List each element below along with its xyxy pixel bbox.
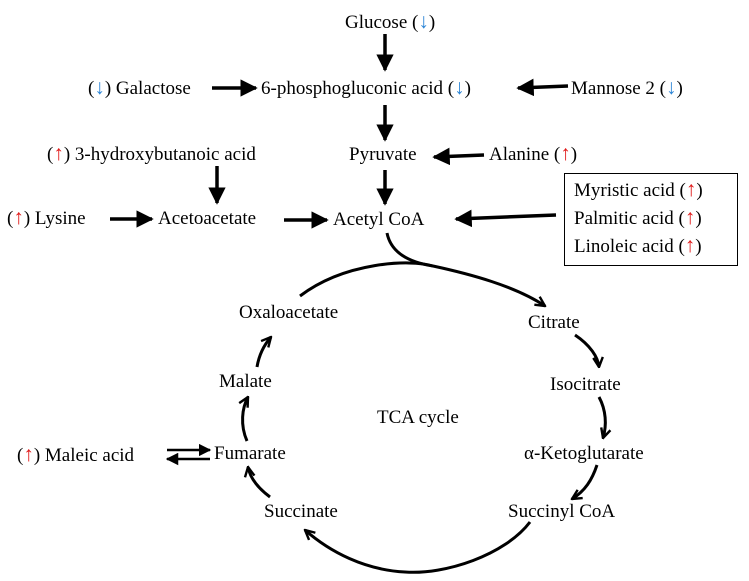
node-succinyl-coa-label: Succinyl CoA — [508, 501, 616, 522]
node-phosphogluconic: 6-phosphogluconic acid (↓) — [261, 75, 471, 99]
node-succinyl-coa: Succinyl CoA — [508, 502, 615, 521]
node-galactose: (↓) Galactose — [88, 75, 191, 99]
increase-arrow-icon: ↑ — [685, 177, 697, 201]
node-glucose: Glucose (↓) — [345, 9, 436, 33]
arrow-fatty-acids-to-acetyl-coa — [454, 209, 557, 228]
node-myristic-label: Myristic acid — [574, 180, 675, 201]
increase-arrow-icon: ↑ — [560, 141, 571, 165]
cycle-arc-isocitrate-to-ketoglutarate — [597, 396, 605, 438]
node-isocitrate-label: Isocitrate — [550, 374, 621, 395]
node-ketoglutarate-label: α-Ketoglutarate — [524, 443, 644, 464]
cycle-arc-citrate-to-isocitrate — [574, 333, 599, 367]
decrease-arrow-icon: ↓ — [454, 75, 465, 99]
node-phosphogluconic-label: 6-phosphogluconic acid — [261, 78, 444, 99]
node-hydroxybutanoic: (↑) 3-hydroxybutanoic acid — [47, 141, 256, 165]
node-pyruvate: Pyruvate — [349, 145, 417, 164]
node-maleic-label: Maleic acid — [44, 445, 135, 466]
node-citrate: Citrate — [528, 313, 580, 332]
node-mannose: Mannose 2 (↓) — [571, 75, 683, 99]
arrow-acetyl-coa-into-cycle — [385, 232, 434, 268]
node-glucose-label: Glucose — [345, 12, 408, 33]
node-alanine: Alanine (↑) — [489, 141, 578, 165]
node-succinate-label: Succinate — [264, 501, 338, 522]
cycle-arc-malate-to-oxaloacetate — [255, 337, 271, 368]
node-fumarate: Fumarate — [214, 444, 286, 463]
cycle-arc-ketoglutarate-to-succinyl-coa — [572, 464, 599, 499]
node-malate: Malate — [219, 372, 272, 391]
node-hydroxybutanoic-label: 3-hydroxybutanoic acid — [74, 144, 256, 165]
node-mannose-label: Mannose 2 — [571, 78, 655, 99]
node-acetoacetate-label: Acetoacetate — [158, 208, 257, 229]
node-maleic: (↑) Maleic acid — [17, 442, 135, 466]
cycle-arc-succinate-to-fumarate — [248, 467, 271, 499]
node-galactose-label: Galactose — [115, 78, 191, 99]
increase-arrow-icon: ↑ — [23, 442, 34, 466]
node-acetyl-coa-label: Acetyl CoA — [333, 209, 425, 230]
node-succinate: Succinate — [264, 502, 338, 521]
node-linoleic-label: Linoleic acid — [574, 236, 674, 257]
node-palmitic-label: Palmitic acid — [574, 208, 674, 229]
increase-arrow-icon: ↑ — [13, 205, 24, 229]
increase-arrow-icon: ↑ — [684, 233, 696, 257]
node-lysine-label: Lysine — [34, 208, 86, 229]
decrease-arrow-icon: ↓ — [665, 75, 677, 99]
node-pyruvate-label: Pyruvate — [349, 144, 417, 165]
decrease-arrow-icon: ↓ — [418, 9, 429, 33]
node-tca-cycle-label: TCA cycle — [377, 407, 459, 428]
cycle-arc-fumarate-to-malate — [243, 397, 250, 442]
node-lysine: (↑) Lysine — [7, 205, 86, 229]
node-oxaloacetate: Oxaloacetate — [239, 303, 338, 322]
increase-arrow-icon: ↑ — [684, 205, 696, 229]
node-oxaloacetate-label: Oxaloacetate — [239, 302, 339, 323]
fatty-acids-box — [564, 173, 738, 266]
increase-arrow-icon: ↑ — [53, 141, 64, 165]
node-acetyl-coa: Acetyl CoA — [333, 210, 424, 229]
node-alanine-label: Alanine — [489, 144, 550, 165]
node-isocitrate: Isocitrate — [550, 375, 621, 394]
arrow-mannose-to-phosphogluconic — [516, 78, 569, 97]
cycle-arc-succinyl-coa-to-succinate — [305, 521, 532, 574]
arrow-alanine-to-pyruvate — [432, 147, 485, 166]
node-tca-cycle: TCA cycle — [377, 408, 459, 427]
node-fumarate-label: Fumarate — [214, 443, 286, 464]
node-malate-label: Malate — [219, 371, 272, 392]
node-ketoglutarate: α-Ketoglutarate — [524, 444, 644, 463]
node-palmitic: Palmitic acid (↑) — [574, 205, 702, 229]
node-linoleic: Linoleic acid (↑) — [574, 233, 702, 257]
node-myristic: Myristic acid (↑) — [574, 177, 703, 201]
cycle-arc-oxaloacetate-to-citrate — [299, 261, 545, 306]
node-acetoacetate: Acetoacetate — [158, 209, 256, 228]
node-citrate-label: Citrate — [528, 312, 580, 333]
decrease-arrow-icon: ↓ — [94, 75, 105, 99]
